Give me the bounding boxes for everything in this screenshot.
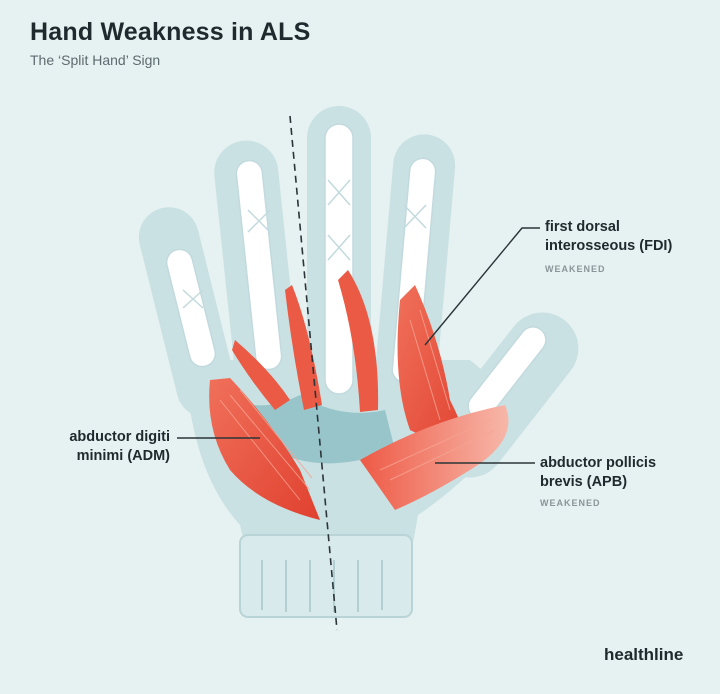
- healthline-logo: healthline: [604, 645, 684, 664]
- fdi-label-line2: interosseous (FDI): [545, 238, 673, 254]
- adm-label-line1: abductor digiti: [69, 429, 170, 445]
- apb-status: WEAKENED: [540, 498, 601, 508]
- fdi-label-line1: first dorsal: [545, 219, 620, 235]
- fdi-status: WEAKENED: [545, 264, 606, 274]
- diagram-subtitle: The ‘Split Hand’ Sign: [30, 52, 161, 68]
- muscle-fibers: [219, 309, 496, 501]
- split-hand-divider: [289, 115, 338, 631]
- diagram-title: Hand Weakness in ALS: [30, 18, 311, 46]
- apb-label-line1: abductor pollicis: [540, 455, 657, 471]
- muscle-group: [209, 270, 509, 520]
- adm-label-line2: minimi (ADM): [76, 448, 170, 464]
- adm-label: abductor digiti minimi (ADM): [52, 428, 170, 466]
- fdi-label: first dorsal interosseous (FDI): [545, 218, 672, 256]
- apb-label-line2: brevis (APB): [540, 474, 628, 490]
- apb-label: abductor pollicis brevis (APB): [540, 454, 656, 492]
- joint-ligaments: [182, 179, 427, 309]
- leader-lines: [177, 227, 540, 464]
